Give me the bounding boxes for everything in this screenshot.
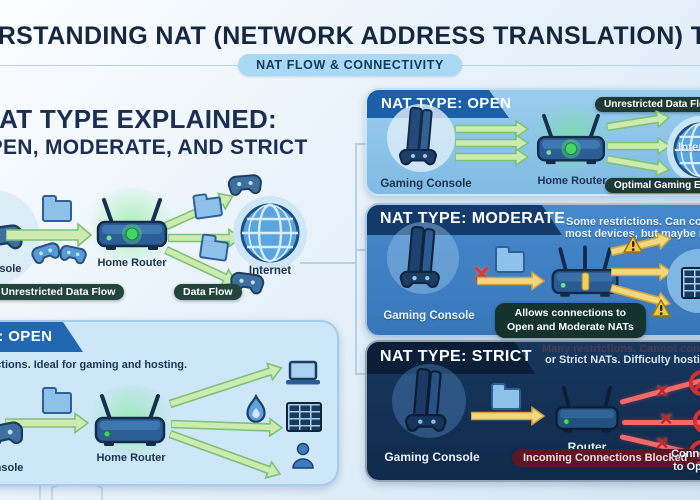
strict-desc-line2: or Strict NATs. Difficulty hosting games [545, 354, 700, 366]
router-icon [536, 113, 606, 165]
open-badge-top: Unrestricted Data Flow [595, 97, 700, 112]
firewall-icon [286, 402, 322, 432]
arrow-green-icon [167, 429, 282, 480]
moderate-desc-line1: Some restrictions. Can connect to [566, 216, 700, 228]
moderate-console-label: Gaming Console [383, 310, 475, 322]
nat-moderate-tab-label: NAT TYPE: MODERATE [380, 210, 566, 227]
globe-icon [673, 122, 700, 178]
no-entry-icon [693, 408, 700, 434]
main-console-label: Gaming Console [0, 263, 22, 275]
arrow-yellow-icon [471, 406, 545, 426]
firewall-icon [681, 267, 700, 299]
arrow-green-icon [170, 417, 284, 438]
connector-stub-moderate [355, 249, 368, 251]
open-badge-bottom: Optimal Gaming Experience [605, 178, 700, 193]
router-icon [96, 198, 168, 250]
arrow-green-icon [167, 362, 283, 409]
no-entry-icon [689, 370, 700, 396]
strict-note-line2: to Open NATs [673, 461, 700, 473]
moderate-badge-line1: Allows connections to [514, 307, 627, 319]
open-detail-panel: NAT TYPE: OPEN Allows all connections. I… [0, 320, 339, 486]
intro-heading-line2: OPEN, MODERATE, AND STRICT [0, 136, 308, 159]
strict-console-label: Gaming Console [384, 450, 480, 464]
blocked-x-icon: ✕ [655, 382, 670, 401]
laptop-icon [286, 360, 320, 385]
connector-stub-open [355, 143, 368, 145]
blocked-line [622, 420, 700, 425]
unrestricted-flow-badge: Unrestricted Data Flow [0, 284, 125, 300]
arrow-green-icon [605, 109, 671, 132]
console-icon [398, 106, 438, 166]
page-title: UNDERSTANDING NAT (NETWORK ADDRESS TRANS… [0, 22, 700, 50]
moderate-badge: Allows connections to Open and Moderate … [495, 303, 646, 339]
gamepad-icon [59, 245, 87, 265]
blocked-x-icon: ✕ [659, 410, 674, 429]
blocked-x-icon: ✕ [655, 434, 670, 453]
moderate-badge-line2: Open and Moderate NATs [507, 320, 634, 333]
open-detail-description: Allows all connections. Ideal for gaming… [0, 359, 188, 371]
warning-icon [623, 235, 643, 253]
arrow-green-icon [455, 134, 529, 152]
open-console-label: Gaming Console [380, 178, 472, 190]
router-icon [555, 385, 619, 433]
console-icon [399, 225, 441, 288]
strict-note-line1: Connects only [671, 448, 700, 460]
connector-stub-strict [355, 373, 368, 375]
warning-icon [651, 299, 671, 317]
open-router-label: Home Router [537, 175, 607, 187]
flame-icon [246, 394, 266, 423]
arrow-green-icon [605, 154, 671, 178]
folder-icon [198, 238, 230, 262]
main-internet-label: Internet [248, 265, 292, 277]
router-icon [94, 394, 166, 446]
folder-icon [491, 383, 521, 410]
arrow-yellow-icon [477, 271, 545, 291]
arrow-green-icon [455, 120, 529, 138]
open-detail-tab-label: NAT TYPE: OPEN [0, 328, 53, 345]
nat-strict-tab-label: NAT TYPE: STRICT [380, 348, 532, 365]
arrow-green-icon [455, 148, 529, 166]
folder-icon [495, 246, 525, 273]
arrow-green-icon [6, 222, 92, 248]
connector-vertical-line [355, 143, 357, 375]
person-icon [292, 442, 314, 469]
folder-icon [42, 195, 72, 222]
folder-icon [42, 387, 72, 414]
nat-strict-tab [367, 342, 535, 374]
nat-strict-panel: NAT TYPE: STRICT Many restrictions. Cann… [365, 340, 700, 482]
open-detail-router-label: Home Router [96, 452, 166, 464]
gamepad-icon [31, 242, 61, 265]
main-router-label: Home Router [97, 257, 167, 269]
arrow-green-icon [163, 245, 238, 287]
nat-moderate-panel: NAT TYPE: MODERATE Some restrictions. Ca… [365, 203, 700, 339]
arrow-yellow-icon [611, 263, 673, 281]
globe-icon [240, 203, 300, 263]
nat-open-panel: NAT TYPE: OPEN Gaming Console Ho [365, 88, 700, 196]
router-icon [551, 245, 619, 297]
connector-globe-line [300, 262, 357, 264]
open-internet-label: Internet [678, 142, 700, 154]
intro-heading-line1: NAT TYPE EXPLAINED: [0, 104, 278, 134]
gamepad-icon [0, 421, 24, 449]
console-icon [404, 367, 447, 432]
arrow-green-icon [607, 137, 671, 155]
gamepad-icon [227, 174, 262, 196]
tagline-pill: NAT FLOW & CONNECTIVITY [238, 54, 462, 76]
folder-icon [192, 196, 224, 220]
nat-moderate-tab [367, 205, 562, 235]
strict-badge: Incoming Connections Blocked [512, 449, 699, 467]
strict-desc-line1: Many restrictions. Cannot connect with [542, 343, 700, 355]
open-detail-console-label: Gaming Console [0, 462, 24, 474]
data-flow-badge: Data Flow [174, 284, 242, 300]
